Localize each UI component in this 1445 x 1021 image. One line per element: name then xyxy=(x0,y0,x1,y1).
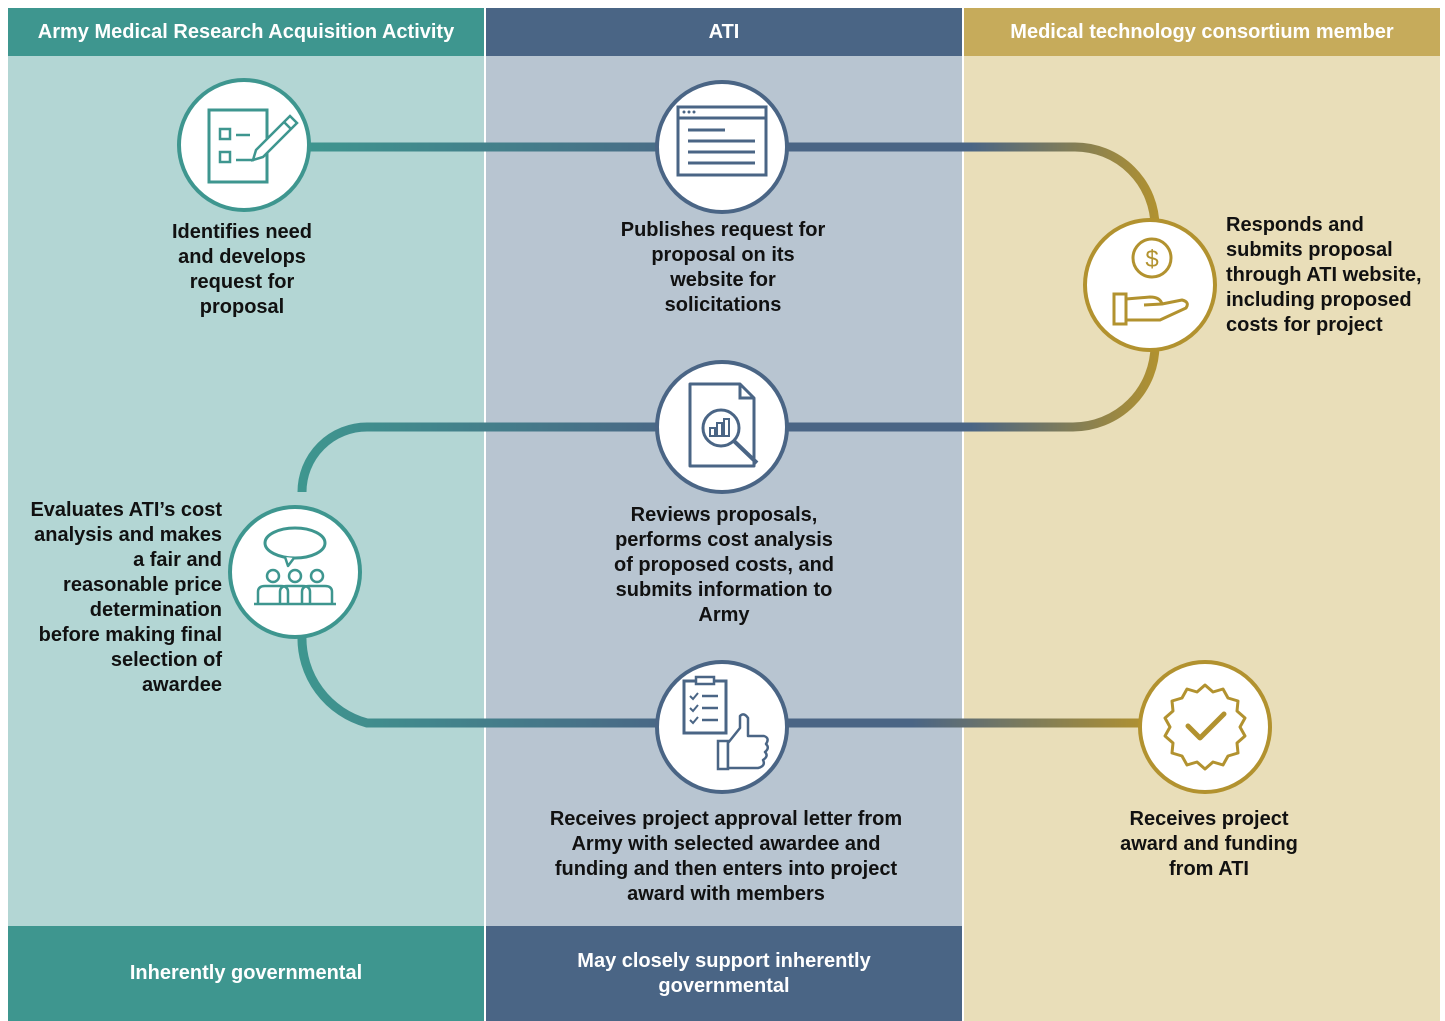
ati-header: ATI xyxy=(486,8,962,56)
checklist-pencil-icon xyxy=(177,78,311,212)
member-column xyxy=(964,8,1440,1021)
ati-footer-text: May closely support inherently governmen… xyxy=(577,949,871,997)
step-review-label: Reviews proposals, performs cost analysi… xyxy=(613,504,835,626)
step-approval-label: Receives project approval letter from Ar… xyxy=(549,808,903,905)
army-footer: Inherently governmental xyxy=(8,926,484,1021)
ati-footer: May closely support inherently governmen… xyxy=(486,926,962,1021)
badge-check-icon xyxy=(1138,660,1272,794)
connector-middle xyxy=(297,344,1160,493)
meeting-icon xyxy=(228,505,362,639)
document-magnifier-icon xyxy=(655,360,789,494)
step-identify-label: Identifies need and develops request for… xyxy=(171,221,313,318)
connector-bottom xyxy=(297,634,1145,728)
step-respond-label: Responds and submits proposal through AT… xyxy=(1226,214,1422,336)
step-publish-label: Publishes request for proposal on its we… xyxy=(620,219,826,316)
member-header: Medical technology consortium member xyxy=(964,8,1440,56)
checklist-thumbs-up-icon xyxy=(655,660,789,794)
step-award-label: Receives project award and funding from … xyxy=(1120,808,1298,880)
connector-top xyxy=(300,142,1160,228)
army-header: Army Medical Research Acquisition Activi… xyxy=(8,8,484,56)
svg-text:$: $ xyxy=(1145,246,1158,273)
webpage-icon xyxy=(655,80,789,214)
step-evaluate-label: Evaluates ATI’s cost analysis and makes … xyxy=(30,499,222,696)
hand-dollar-icon: $ xyxy=(1083,218,1217,352)
